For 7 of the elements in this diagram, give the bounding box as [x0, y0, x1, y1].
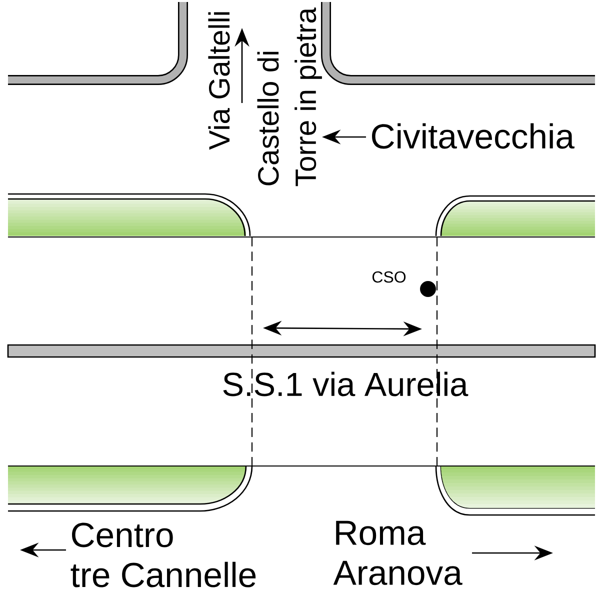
road-name: S.S.1 via Aurelia — [223, 372, 468, 396]
place-label: Centro tre Cannelle — [70, 522, 256, 588]
place-label: Roma Aranova — [333, 520, 462, 586]
place-label: Via Galtelli — [208, 12, 230, 150]
place-label: Civitavecchia — [372, 123, 574, 149]
point-label: CSO — [372, 271, 406, 283]
place-label: Castello di Torre in pietra — [257, 7, 322, 186]
